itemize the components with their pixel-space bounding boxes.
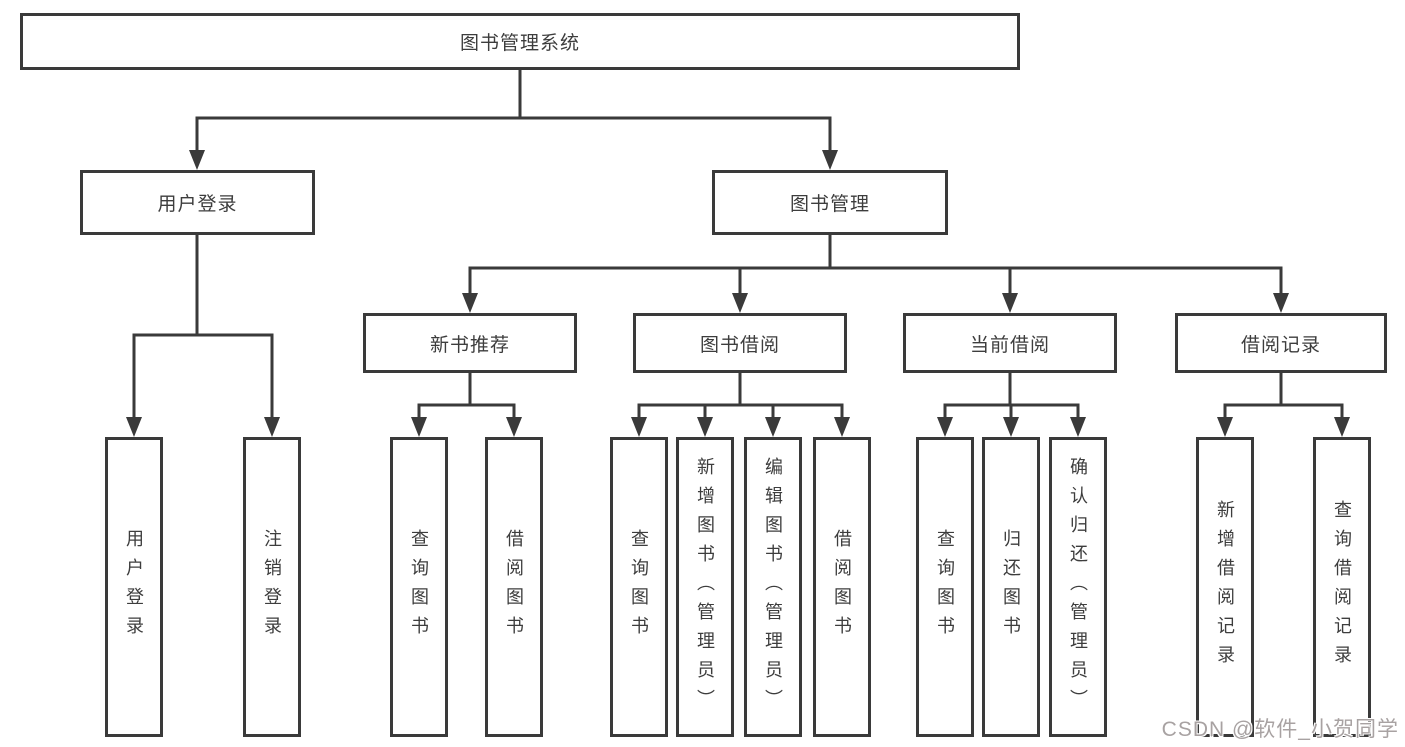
node-new-book-recommendation: 新书推荐 (363, 313, 577, 373)
leaf-query-books-recommend: 查询图书 (390, 437, 448, 737)
node-label: 借阅记录 (1240, 334, 1321, 356)
arrowheads (126, 150, 1350, 437)
node-label: 图书管理系统 (459, 33, 580, 54)
node-book-borrowing: 图书借阅 (633, 313, 847, 373)
node-label: 新书推荐 (429, 334, 510, 356)
node-book-management: 图书管理 (712, 170, 948, 235)
node-label: 查询图书 (935, 529, 955, 645)
csdn-watermark: CSDN @软件_小贺同学 (1161, 718, 1399, 741)
node-library-management-system: 图书管理系统 (20, 13, 1020, 70)
leaf-query-books-current: 查询图书 (916, 437, 974, 737)
node-label: 查询借阅记录 (1332, 500, 1352, 674)
node-current-borrowing: 当前借阅 (903, 313, 1117, 373)
leaf-query-books-borrowing: 查询图书 (610, 437, 668, 737)
leaf-add-borrow-record: 新增借阅记录 (1196, 437, 1254, 737)
node-label: 归还图书 (1001, 529, 1021, 645)
leaf-user-login: 用户登录 (105, 437, 163, 737)
node-label: 新增借阅记录 (1215, 500, 1235, 674)
leaf-add-book-admin: 新增图书（管理员） (676, 437, 734, 737)
node-label: 确认归还（管理员） (1068, 456, 1088, 718)
node-label: 用户登录 (124, 529, 144, 645)
node-label: 新增图书（管理员） (695, 456, 715, 718)
node-label: 当前借阅 (969, 334, 1050, 356)
node-label: 编辑图书（管理员） (763, 456, 783, 718)
node-label: 借阅图书 (832, 529, 852, 645)
node-label: 注销登录 (262, 529, 282, 645)
leaf-return-book: 归还图书 (982, 437, 1040, 737)
leaf-borrow-books-recommend: 借阅图书 (485, 437, 543, 737)
node-label: 查询图书 (409, 529, 429, 645)
leaf-logout: 注销登录 (243, 437, 301, 737)
leaf-borrow-books-borrowing: 借阅图书 (813, 437, 871, 737)
node-borrowing-records: 借阅记录 (1175, 313, 1387, 373)
node-label: 图书管理 (789, 194, 870, 215)
leaf-query-borrow-record: 查询借阅记录 (1313, 437, 1371, 737)
node-label: 借阅图书 (504, 529, 524, 645)
leaf-edit-book-admin: 编辑图书（管理员） (744, 437, 802, 737)
node-label: 图书借阅 (699, 334, 780, 356)
node-user-login: 用户登录 (80, 170, 315, 235)
node-label: 查询图书 (629, 529, 649, 645)
leaf-confirm-return-admin: 确认归还（管理员） (1049, 437, 1107, 737)
node-label: 用户登录 (157, 194, 238, 215)
